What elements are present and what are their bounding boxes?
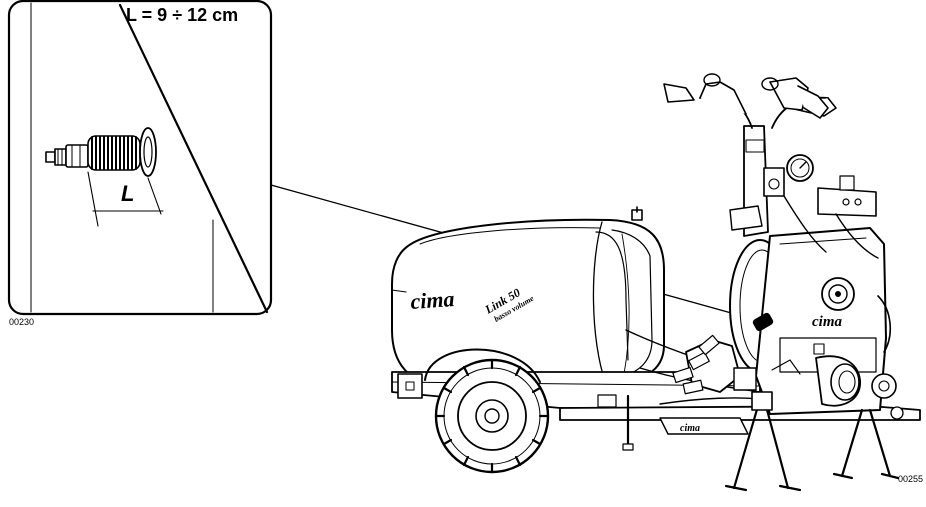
tank-stand — [622, 394, 634, 451]
detail-frame — [7, 0, 273, 316]
length-label: L — [121, 181, 135, 206]
wheel — [424, 348, 550, 474]
detail-diagonal-edge — [118, 3, 269, 314]
brand-artwork: cima cima cima Link 50 basso volume — [410, 285, 843, 434]
fan-housing — [729, 227, 897, 415]
sprayer-machine — [391, 73, 921, 492]
tower — [663, 73, 877, 237]
dimension-lines — [87, 171, 164, 227]
nozzle-fitting — [45, 127, 157, 177]
support-legs — [724, 391, 900, 492]
dimension-formula: L = 9 ÷ 12 cm — [126, 5, 239, 25]
drawbar-logo: cima — [680, 423, 700, 434]
fan-logo: cima — [812, 314, 842, 330]
detail-inset — [7, 0, 273, 316]
manifold — [672, 334, 757, 395]
detail-figure-code: 00230 — [9, 317, 35, 327]
main-figure-code: 00255 — [898, 474, 924, 484]
tank — [391, 206, 665, 385]
tank-logo: cima — [410, 286, 456, 314]
highlighted-nozzle — [752, 312, 774, 332]
